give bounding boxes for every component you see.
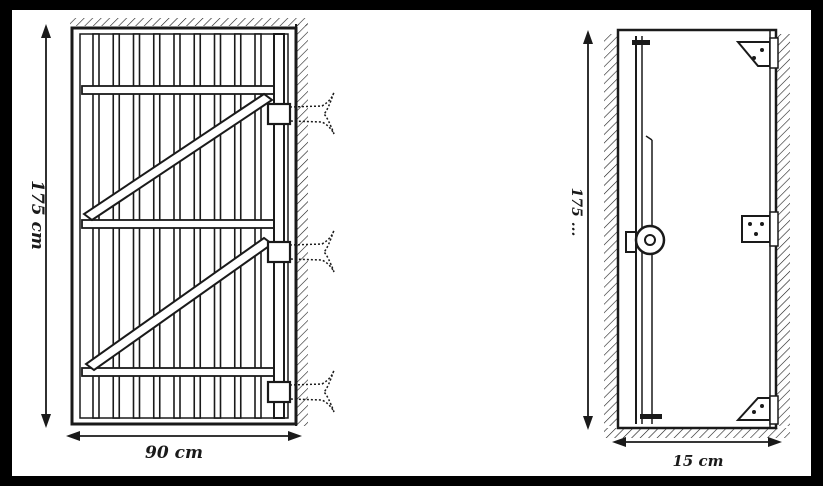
- side-width-dimension: 15 cm: [612, 437, 782, 470]
- gate-hinges: [266, 91, 335, 413]
- gate-rails: [81, 85, 279, 377]
- gate-hinge: [266, 91, 335, 135]
- gate-hinge-post: [273, 33, 285, 419]
- gate-height-label: 175 cm: [27, 180, 47, 250]
- side-height-label: 175 ...: [568, 188, 584, 237]
- gate-width-label: 90 cm: [145, 443, 203, 463]
- side-width-label: 15 cm: [672, 452, 723, 470]
- gate-frame-inner: [79, 33, 289, 419]
- side-view: 175 ... 15 cm: [568, 28, 790, 470]
- gate-hinge: [266, 369, 335, 413]
- hinge-block: [266, 240, 292, 264]
- gate-height-dimension: 175 cm: [27, 24, 51, 428]
- hinge-block: [266, 102, 292, 126]
- gate-horizontal-rail: [81, 219, 279, 229]
- gate-front-view: 175 cm 90 cm: [27, 18, 335, 463]
- hinge-wall-anchor: [289, 91, 335, 135]
- side-middle-bracket: [741, 211, 779, 247]
- side-height-dimension: 175 ...: [568, 30, 593, 430]
- upper-diagonal-brace: [82, 92, 274, 222]
- gate-frame: [70, 26, 298, 426]
- side-left-wall-hatching: [604, 34, 618, 426]
- side-right-wall-hatching: [774, 34, 790, 426]
- side-rod-bottom-plate: [640, 414, 662, 419]
- side-top-bracket: [735, 37, 779, 69]
- hinge-block: [266, 380, 292, 404]
- side-floor-hatching: [604, 428, 790, 438]
- side-bottom-bracket: [735, 395, 779, 425]
- gate-hinge: [266, 229, 335, 273]
- gate-wall-hatching: [296, 24, 308, 426]
- gate-top-hatching: [70, 18, 308, 26]
- hinge-wall-anchor: [289, 229, 335, 273]
- hinge-wall-anchor: [289, 369, 335, 413]
- gate-width-dimension: 90 cm: [66, 431, 302, 463]
- gate-horizontal-rail: [81, 85, 279, 95]
- gate-horizontal-rail: [81, 367, 279, 377]
- side-wheel: [625, 224, 666, 256]
- side-rod-top-plate: [632, 40, 650, 45]
